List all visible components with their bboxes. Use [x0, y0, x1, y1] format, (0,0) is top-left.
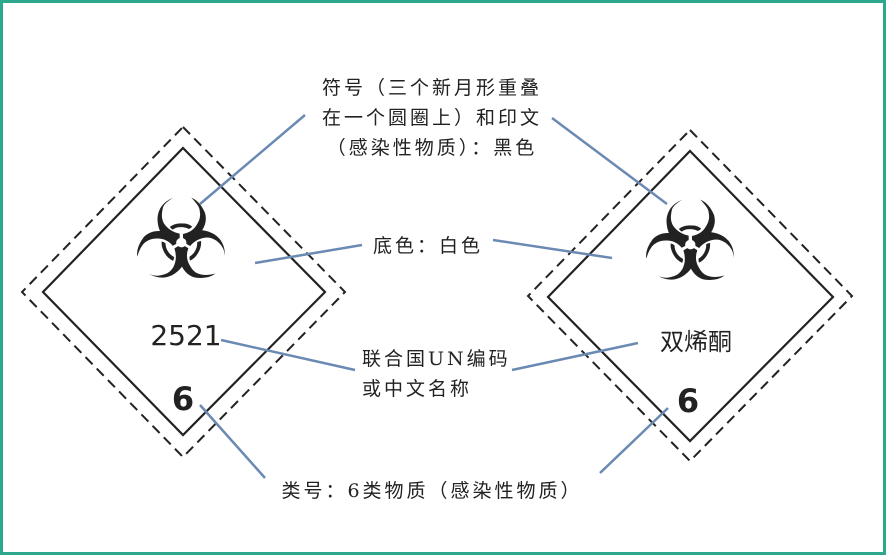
- biohazard-icon: ☣: [132, 176, 231, 304]
- symbol-caption-line3: （感染性物质）：黑色: [327, 137, 538, 159]
- class-number: 6: [677, 382, 699, 420]
- un-caption-line2: 或中文名称: [362, 378, 472, 400]
- leader-line: [492, 238, 613, 260]
- leader-line: [599, 407, 669, 474]
- left-hazard-label: ☣ 2521 6: [20, 125, 347, 459]
- right-solid-border: [546, 149, 835, 443]
- left-dashed-border: [20, 125, 347, 459]
- leader-line: [199, 114, 306, 205]
- class-number: 6: [172, 380, 194, 418]
- class-caption: 类号：6类物质（感染性物质）: [281, 480, 582, 502]
- biohazard-icon: ☣: [641, 178, 740, 306]
- leader-line: [254, 243, 363, 265]
- un-number: 2521: [150, 319, 221, 352]
- leader-line: [199, 404, 266, 479]
- leader-line: [220, 338, 356, 372]
- leader-lines: [199, 114, 669, 479]
- chinese-name: 双烯酮: [660, 328, 732, 356]
- leader-line: [511, 341, 639, 372]
- symbol-caption-line2: 在一个圆圈上）和印文: [322, 107, 542, 129]
- right-hazard-label: ☣ 双烯酮 6: [526, 128, 854, 463]
- left-solid-border: [41, 146, 327, 437]
- symbol-caption-line1: 符号（三个新月形重叠: [322, 77, 542, 99]
- right-dashed-border: [526, 128, 854, 463]
- un-caption-line1: 联合国UN编码: [362, 348, 511, 370]
- background-caption: 底色：白色: [373, 235, 483, 257]
- leader-line: [551, 116, 668, 206]
